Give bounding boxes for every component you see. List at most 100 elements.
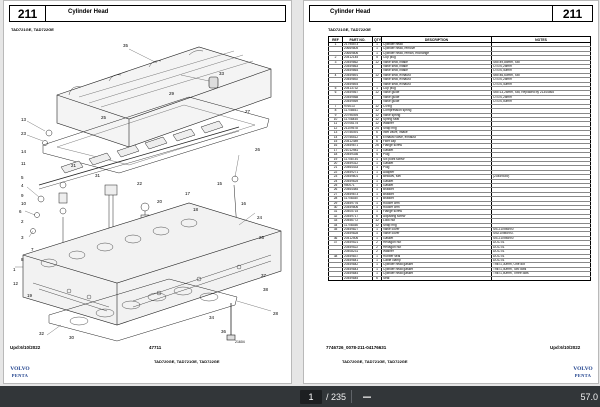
callout-number: 23 [21,131,27,136]
callout-number: 35 [123,43,129,48]
table-cell [491,42,591,48]
callout-number: 9 [21,193,24,198]
table-cell: Thk=1,30mm, One dot [491,262,591,268]
table-cell: O.S=0,50mm [491,99,591,105]
model-list: TAD721GE, TAD722GE [328,27,371,32]
callout-number: 3 [21,235,24,240]
callout-number: 28 [273,311,279,316]
callout-number: 7 [31,247,34,252]
callout-number: 25 [101,115,107,120]
callout-number: 20 [157,199,163,204]
table-cell: 6 [372,276,382,281]
table-cell [491,130,591,136]
pdf-page-right: Cylinder Head 211 TAD721GE, TAD722GE REF… [303,0,599,384]
callout-number: 16 [241,201,247,206]
table-cell [491,126,591,132]
callout-number: 14 [21,149,27,154]
volvo-penta-logo: VOLVO PENTA [10,366,30,378]
table-cell: Std=13,26mm, Std, Replaced by 21344565 [491,90,591,96]
table-cell [491,157,591,163]
table-cell [491,196,591,202]
pdf-viewer[interactable]: 211 Cylinder Head TAD721GE, TAD722GE [0,0,600,386]
callout-number: 31 [95,173,101,178]
table-cell [491,135,591,140]
table-cell [491,152,591,158]
table-cell [491,223,591,229]
column-header: NOTES [491,36,591,43]
volvo-penta-logo: VOLVO PENTA [573,366,593,378]
table-cell: DOC:01 [491,254,591,259]
table-cell [491,165,591,171]
callout-number: 19 [27,293,33,298]
table-cell [491,86,591,92]
table-cell [491,218,591,224]
callout-number: 32 [39,331,45,336]
table-cell [491,161,591,167]
table-cell: DOC:01 [491,258,591,264]
table-cell [328,276,343,281]
footer-models: TAD720GE, TAD721GE, TAD722GE [342,359,408,364]
table-cell: (20459549) [491,174,591,180]
callout-number: 11 [21,161,26,166]
table-cell: DOC:01 [491,249,591,255]
table-cell: O.S=0,40mm [491,82,591,88]
table-cell [491,205,591,211]
callout-number: 30 [69,335,75,340]
callout-number: 29 [169,91,175,96]
table-cell: O.S=0,25mm [491,95,591,101]
page-header: 211 Cylinder Head [9,5,286,22]
callout-number: 26 [255,147,261,152]
callout-number: 15 [217,181,223,186]
table-cell [491,117,591,123]
zoom-out-button[interactable] [357,387,377,407]
table-cell [491,201,591,207]
table-cell [491,170,591,176]
page-number-input[interactable]: 1 [300,389,322,404]
zoom-level[interactable]: 57.0 [580,391,598,402]
table-cell: DOC:01 [491,245,591,251]
table-cell: 20459845 [342,276,373,281]
table-cell [491,192,591,198]
exploded-parts-diagram: 35 33 13 23 25 29 27 26 14 11 5 4 9 10 6… [13,43,282,344]
table-cell [491,148,591,154]
table-cell: Thk=1,40mm, Two dots [491,267,591,273]
pdf-page-left: 211 Cylinder Head TAD721GE, TAD722GE [3,0,292,384]
table-cell: SN2109859/0- [491,231,591,237]
table-cell [491,55,591,61]
callout-number: 1 [13,267,16,272]
table-cell: SN-2109859/0 [491,227,591,233]
callout-number: 37 [261,273,267,278]
table-cell: SN-2109859/0 [491,236,591,242]
footer-date: Upd:6/10/2022 [550,345,581,350]
page-header: Cylinder Head 211 [309,5,593,22]
table-cell [491,209,591,215]
table-cell [491,51,591,57]
